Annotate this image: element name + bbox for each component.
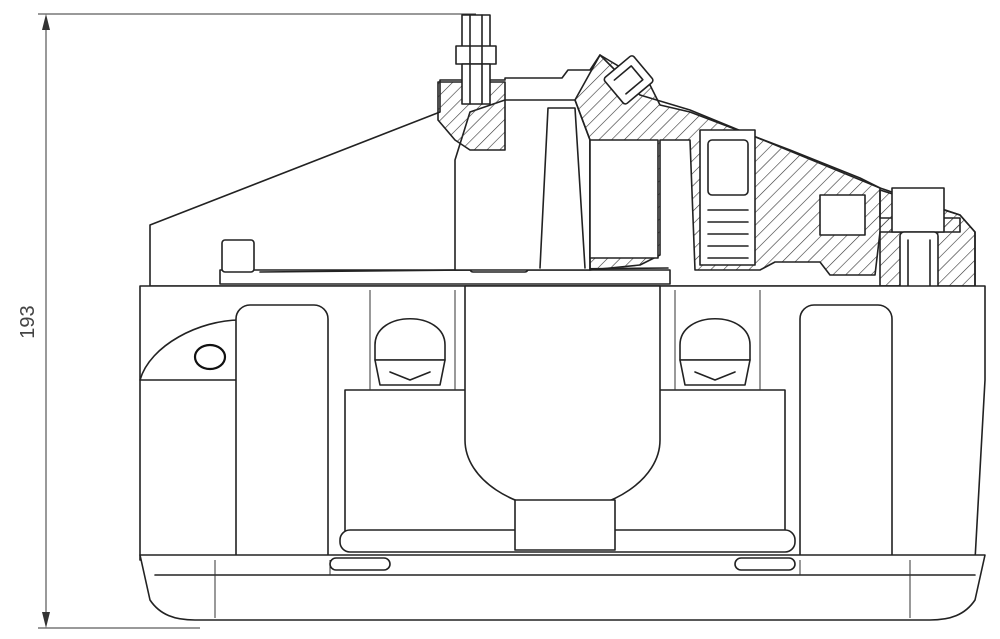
bore-cavity: [819, 194, 866, 236]
clip-left-bottom: [374, 359, 446, 386]
caliper-housing-lower: [139, 285, 986, 571]
bleeder-screw-thread: [461, 63, 491, 105]
caliper-bridge-bottom: [139, 554, 986, 621]
bleeder-screw-head: [461, 14, 491, 48]
clip-left-top: [374, 317, 446, 361]
guide-bolt-head: [891, 187, 945, 233]
piston-seal-pocket: [589, 139, 659, 259]
right-pillar: [799, 304, 893, 571]
dimension-arrow-bottom: [42, 612, 50, 628]
height-dimension: 193: [17, 13, 476, 629]
pad-foot-right: [734, 557, 796, 571]
piston-stem: [514, 499, 616, 551]
cross-section-left-bleeder: [437, 14, 506, 151]
left-boss: [221, 239, 255, 273]
clip-right-bottom: [679, 359, 751, 386]
dimension-value: 193: [17, 305, 39, 338]
dimension-arrow-top: [42, 14, 50, 30]
cross-section-right: [574, 54, 961, 276]
piston-dome: [464, 285, 661, 511]
piston-bolt-stack: [699, 129, 756, 266]
bleeder-screw-hex: [455, 45, 497, 65]
left-pillar: [235, 304, 329, 571]
mounting-hole-left: [193, 343, 227, 371]
bleeder-cap-angled: [603, 55, 654, 105]
clip-right-top: [679, 317, 751, 361]
pad-foot-left: [329, 557, 391, 571]
